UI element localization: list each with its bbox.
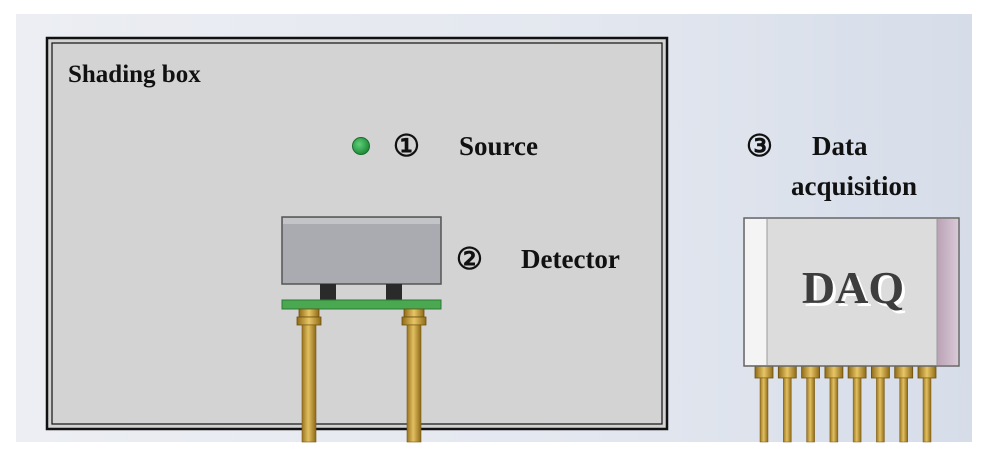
- source-label: Source: [459, 131, 538, 161]
- source-dot: [352, 137, 370, 155]
- daq-side-right: [937, 219, 958, 365]
- detector-body: [281, 216, 442, 285]
- detector-pcb: [281, 299, 442, 310]
- daq-pins: [754, 365, 937, 443]
- daq-number: ③: [746, 130, 773, 163]
- detector-foot-right: [386, 284, 402, 300]
- daq-label-line1: Data: [812, 131, 868, 161]
- detector: [281, 216, 442, 310]
- daq-unit: DAQ DAQ: [743, 217, 960, 443]
- daq-pin: [894, 365, 914, 443]
- support-rod-left: [296, 308, 322, 443]
- daq-text-shadow: DAQ: [805, 265, 907, 316]
- daq-label-line2: acquisition: [791, 171, 917, 201]
- daq-text: DAQ: [802, 262, 904, 313]
- shading-box: [45, 36, 669, 431]
- daq-side-left: [745, 219, 767, 365]
- detector-label: Detector: [521, 244, 620, 274]
- shading-box-label: Shading box: [68, 61, 201, 88]
- daq-pin: [847, 365, 867, 443]
- source-number: ①: [393, 130, 420, 163]
- detector-foot-left: [320, 284, 336, 300]
- detector-number: ②: [456, 243, 483, 276]
- support-rod-right: [401, 308, 427, 443]
- daq-body: [743, 217, 960, 367]
